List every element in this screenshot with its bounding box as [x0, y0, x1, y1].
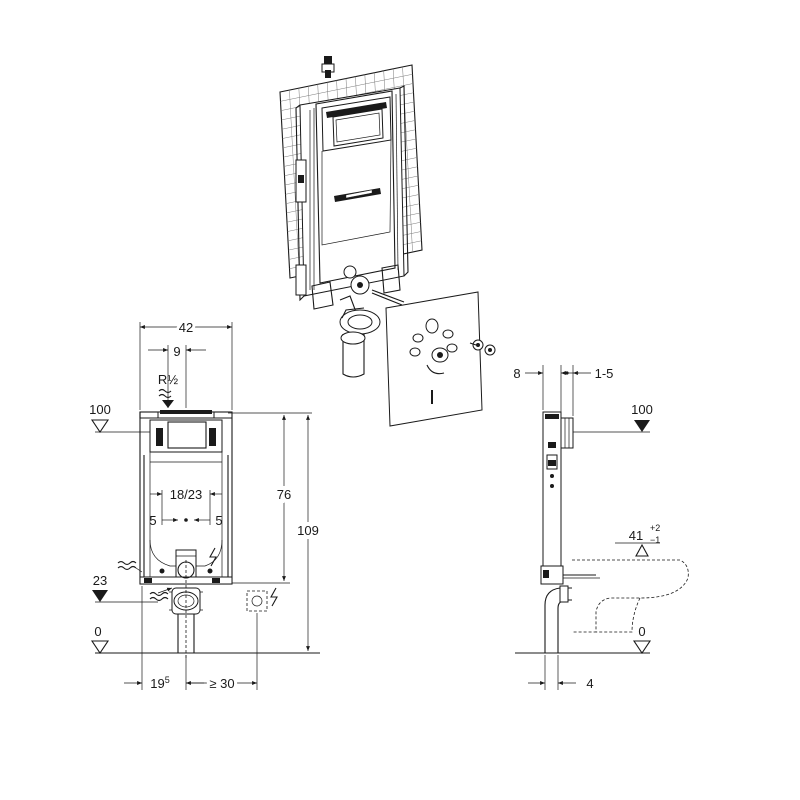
water-supply-icon: [158, 388, 172, 399]
dim-flush-offset-right: 5: [215, 513, 222, 528]
dim-flush-offset-left: 5: [149, 513, 156, 528]
level-label-0: 0: [94, 624, 101, 639]
side-elevation: 0 100 41 +2 −1: [513, 365, 689, 691]
dim-total-height: 109: [297, 523, 319, 538]
dim-flush-spacing: 18/23: [170, 487, 203, 502]
level-label-23: 23: [93, 573, 107, 588]
level-marker-23: [92, 590, 108, 602]
water-valve: [321, 56, 335, 78]
electrical-socket-icon: [246, 587, 278, 612]
mounting-bolts: [469, 339, 496, 356]
water-connection-label: R½: [158, 372, 178, 387]
level-marker-100: [634, 420, 650, 432]
sound-insulation-plate: [385, 291, 483, 427]
waste-water-icon: [149, 591, 169, 602]
dim-bowl-height: 41: [629, 528, 643, 543]
dim-pipe-offset: 4: [586, 676, 593, 691]
isometric-view: [279, 56, 496, 427]
tolerance-plus: +2: [650, 523, 660, 533]
water-supply-icon: [117, 560, 137, 571]
level-marker-100: [90, 419, 110, 433]
front-elevation: 42 9 R½ 100 18/23 5 5 76 109 23 0: [89, 317, 323, 694]
dim-width-total: 42: [179, 320, 193, 335]
dim-waste-offset: 195: [150, 675, 169, 691]
level-marker-0: [90, 640, 110, 654]
grid-line: [280, 74, 413, 102]
frame-structure: [295, 85, 409, 313]
dim-wall-gap: 1-5: [595, 366, 614, 381]
waste-pipe: [339, 307, 381, 378]
dim-power-distance: ≥ 30: [209, 676, 234, 691]
level-label-100: 100: [631, 402, 653, 417]
dim-frame-height: 76: [277, 487, 291, 502]
level-label-100: 100: [89, 402, 111, 417]
dim-offset-connection: 9: [173, 344, 180, 359]
level-marker-0: [632, 640, 652, 654]
power-icon: [209, 547, 217, 567]
level-label-0: 0: [638, 624, 645, 639]
dim-depth-frame: 8: [513, 366, 520, 381]
tolerance-minus: −1: [650, 535, 660, 545]
toilet-bowl-outline: [572, 559, 689, 633]
